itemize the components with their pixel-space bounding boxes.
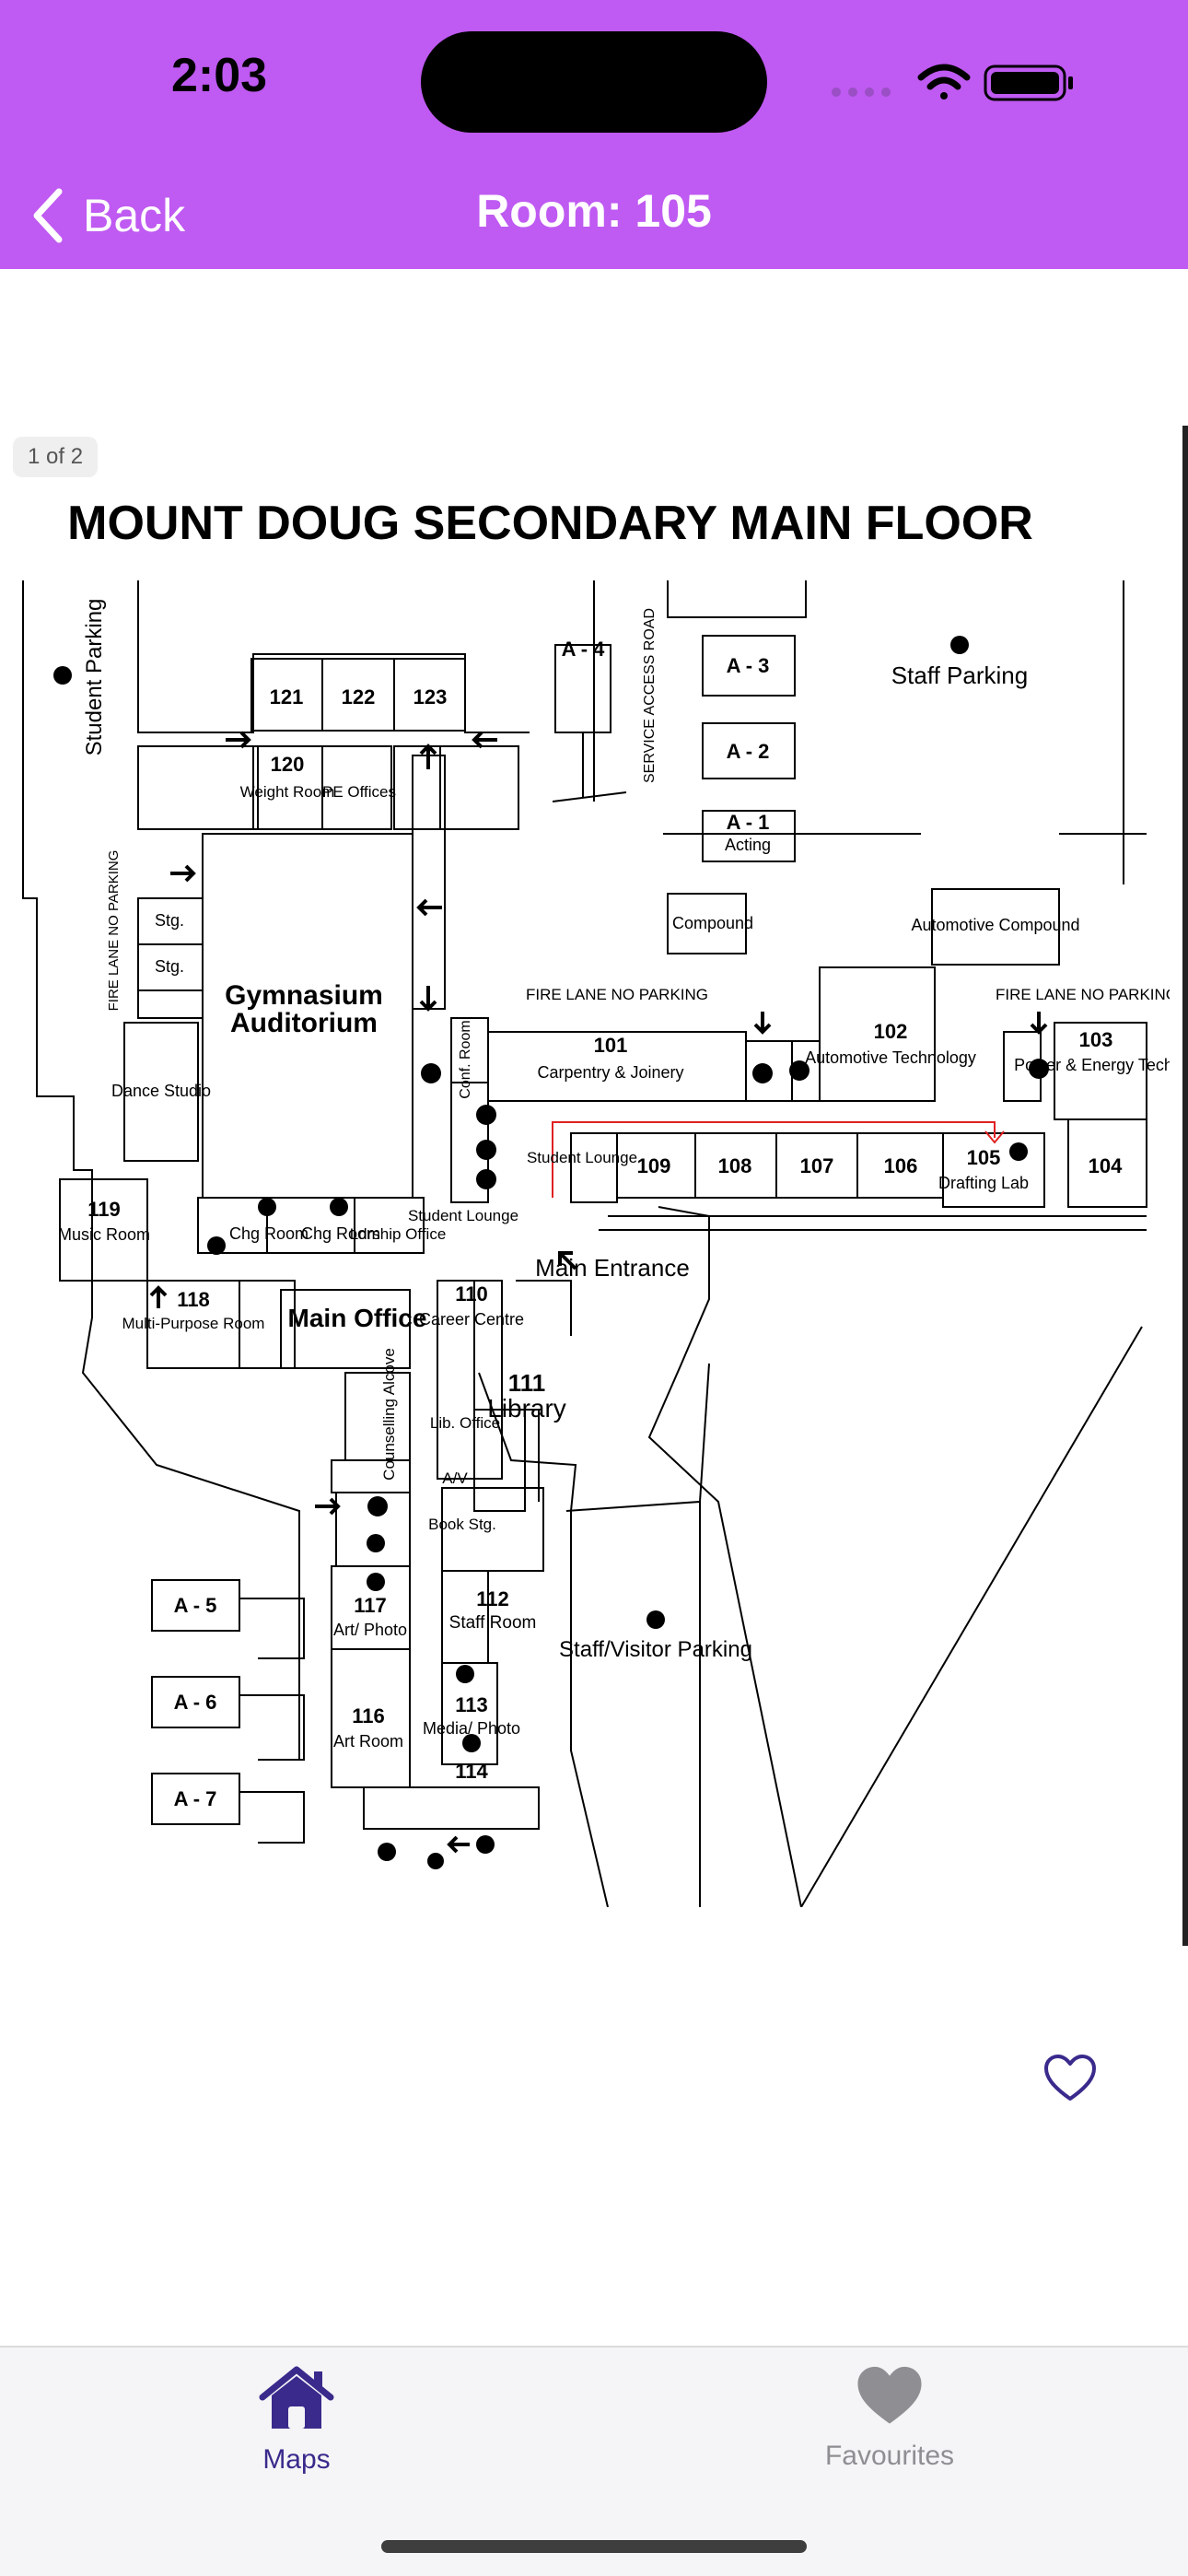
- room-102[interactable]: 102: [874, 1020, 908, 1043]
- navigation-bar: Back Room: 105: [0, 166, 1188, 269]
- label-auto-tech: Automotive Technology: [805, 1048, 976, 1067]
- label-main-office: Main Office: [288, 1304, 427, 1332]
- label-fire-lane-right: FIRE LANE NO PARKING: [996, 986, 1170, 1003]
- room-116[interactable]: 116: [352, 1704, 385, 1727]
- home-indicator: [381, 2540, 807, 2553]
- label-fire-lane-mid: FIRE LANE NO PARKING: [526, 986, 708, 1003]
- dynamic-island: [421, 31, 767, 133]
- room-113[interactable]: 113: [455, 1693, 488, 1716]
- label-av: A/V: [442, 1469, 468, 1487]
- battery-icon: [984, 64, 1073, 101]
- label-drafting-lab: Drafting Lab: [938, 1174, 1029, 1192]
- label-main-entrance: Main Entrance: [535, 1254, 690, 1282]
- label-stg-1: Stg.: [155, 911, 184, 930]
- heart-outline-icon: [1044, 2055, 1096, 2101]
- label-a3: A - 3: [727, 654, 770, 677]
- label-conf-room: Conf. Room: [458, 1020, 473, 1098]
- label-dance-studio: Dance Studio: [111, 1082, 211, 1100]
- page-indicator: 1 of 2: [13, 437, 99, 477]
- scrollbar[interactable]: [1182, 426, 1188, 1946]
- chevron-left-icon: [33, 188, 63, 243]
- cellular-icon: [832, 88, 891, 97]
- room-112[interactable]: 112: [476, 1587, 509, 1610]
- label-student-lounge-a: Student Lounge: [527, 1149, 637, 1166]
- label-staff-visitor-parking: Staff/Visitor Parking: [559, 1637, 752, 1662]
- label-art-room: Art Room: [333, 1732, 403, 1751]
- room-106[interactable]: 106: [884, 1154, 918, 1177]
- room-101[interactable]: 101: [594, 1034, 628, 1057]
- label-book-stg: Book Stg.: [428, 1516, 496, 1533]
- heart-filled-icon: [857, 2366, 922, 2424]
- label-a6: A - 6: [174, 1691, 217, 1714]
- label-auditorium: Auditorium: [230, 1008, 378, 1038]
- label-student-lounge-b: Student Lounge: [408, 1207, 518, 1224]
- room-118[interactable]: 118: [177, 1288, 210, 1311]
- tab-favourites-label: Favourites: [824, 2441, 955, 2471]
- label-a5: A - 5: [174, 1594, 217, 1617]
- label-multi-purpose: Multi-Purpose Room: [122, 1315, 265, 1332]
- label-a2: A - 2: [727, 740, 770, 763]
- pdf-viewer[interactable]: 1 of 2 MOUNT DOUG SECONDARY MAIN FLOOR: [0, 424, 1188, 1946]
- label-art-photo: Art/ Photo: [333, 1621, 407, 1639]
- label-auto-compound: Automotive Compound: [911, 916, 1079, 934]
- label-staff-room: Staff Room: [449, 1613, 537, 1633]
- tab-maps[interactable]: Maps: [158, 2364, 435, 2502]
- room-123[interactable]: 123: [413, 685, 448, 708]
- room-122[interactable]: 122: [342, 685, 376, 708]
- label-lib-office: Lib. Office: [430, 1414, 500, 1432]
- room-111[interactable]: 111: [508, 1369, 546, 1397]
- status-time: 2:03: [171, 49, 268, 102]
- room-109[interactable]: 109: [637, 1154, 671, 1177]
- label-ldrship-office: Ldrship Office: [350, 1225, 447, 1243]
- label-a7: A - 7: [174, 1787, 217, 1810]
- label-media-photo: Media/ Photo: [423, 1719, 520, 1738]
- label-acting: Acting: [725, 836, 771, 854]
- label-gymnasium: Gymnasium: [225, 980, 383, 1011]
- label-chg-room-2: Chg Room: [301, 1224, 380, 1243]
- label-a4: A - 4: [562, 638, 606, 661]
- room-107[interactable]: 107: [800, 1154, 834, 1177]
- house-icon: [259, 2366, 334, 2429]
- label-career-centre: Career Centre: [419, 1310, 524, 1329]
- label-compound: Compound: [672, 914, 753, 932]
- tab-favourites[interactable]: Favourites: [751, 2364, 1028, 2502]
- label-counselling: Counselling Alcove: [380, 1348, 398, 1481]
- label-music-room: Music Room: [58, 1225, 150, 1244]
- label-student-parking: Student Parking: [82, 599, 107, 756]
- label-fire-lane-left: FIRE LANE NO PARKING: [106, 850, 122, 1012]
- room-105[interactable]: 105: [967, 1146, 1001, 1169]
- wifi-icon: [917, 64, 971, 100]
- room-121[interactable]: 121: [270, 685, 304, 708]
- room-108[interactable]: 108: [718, 1154, 752, 1177]
- room-103[interactable]: 103: [1079, 1028, 1113, 1051]
- top-header: 2:03 Back Room: 105: [0, 0, 1188, 269]
- room-110[interactable]: 110: [455, 1282, 488, 1306]
- back-button[interactable]: Back: [31, 179, 185, 252]
- room-104[interactable]: 104: [1089, 1154, 1123, 1177]
- tab-maps-label: Maps: [262, 2444, 331, 2475]
- label-staff-parking: Staff Parking: [891, 662, 1028, 689]
- room-114[interactable]: 114: [455, 1760, 488, 1783]
- label-weight-room: Weight Room: [240, 783, 335, 801]
- label-power-energy: Power & Energy Tech.: [1014, 1056, 1170, 1074]
- label-library: Library: [487, 1394, 566, 1423]
- map-title: MOUNT DOUG SECONDARY MAIN FLOOR: [67, 497, 1033, 550]
- label-carpentry: Carpentry & Joinery: [537, 1063, 683, 1082]
- label-pe-offices: PE Offices: [322, 783, 396, 801]
- label-chg-room-1: Chg Room: [229, 1224, 309, 1243]
- label-service-road: SERVICE ACCESS ROAD: [642, 608, 658, 783]
- label-a1: A - 1: [727, 811, 770, 834]
- back-label: Back: [83, 190, 186, 241]
- label-stg-2: Stg.: [155, 957, 184, 976]
- tab-bar: Maps Favourites: [0, 2346, 1188, 2576]
- room-117[interactable]: 117: [354, 1594, 387, 1617]
- floor-plan-map[interactable]: Student Parking Staff Parking SERVICE AC…: [0, 580, 1170, 1907]
- room-119[interactable]: 119: [87, 1198, 121, 1221]
- status-icons: [832, 64, 1073, 101]
- favourite-button[interactable]: [1042, 2053, 1098, 2104]
- room-120[interactable]: 120: [271, 753, 305, 776]
- page-title: Room: 105: [476, 185, 712, 237]
